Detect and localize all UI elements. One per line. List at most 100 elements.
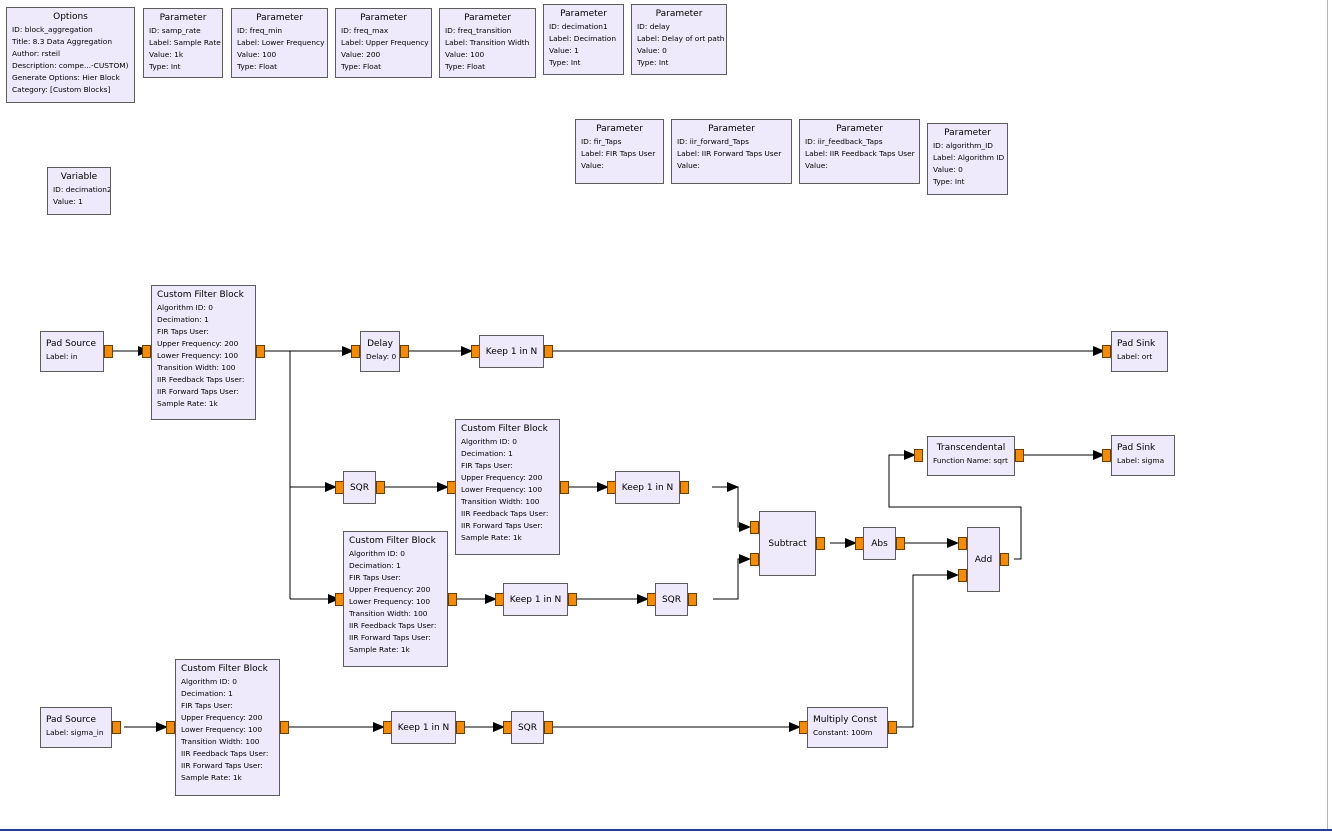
output-port[interactable] xyxy=(112,721,121,734)
output-port[interactable] xyxy=(400,345,409,358)
keep-1-in-n-block[interactable]: Keep 1 in N xyxy=(503,583,568,616)
block-param: Value: xyxy=(677,161,700,170)
block-title: Delay xyxy=(367,339,393,349)
pad-sink-ort-block[interactable]: Pad Sink Label: ort xyxy=(1111,331,1168,372)
block-param: Algorithm ID: 0 xyxy=(181,677,237,686)
input-port[interactable] xyxy=(166,721,175,734)
output-port[interactable] xyxy=(104,345,113,358)
output-port[interactable] xyxy=(816,537,825,550)
custom-filter-block[interactable]: Custom Filter Block Algorithm ID: 0 Deci… xyxy=(151,285,256,420)
block-param: IIR Forward Taps User: xyxy=(461,521,543,530)
output-port[interactable] xyxy=(448,593,457,606)
block-param: Lower Frequency: 100 xyxy=(157,351,239,360)
block-param: ID: freq_transition xyxy=(445,26,512,35)
input-port[interactable] xyxy=(351,345,360,358)
input-port[interactable] xyxy=(958,569,967,582)
block-title: Variable xyxy=(60,172,98,182)
custom-filter-block[interactable]: Custom Filter Block Algorithm ID: 0 Deci… xyxy=(343,531,448,667)
block-param: Upper Frequency: 200 xyxy=(461,473,543,482)
output-port[interactable] xyxy=(544,345,553,358)
parameter-block-freq-min[interactable]: Parameter ID: freq_min Label: Lower Freq… xyxy=(231,8,328,78)
block-param: Type: Int xyxy=(933,177,965,186)
block-title: Transcendental xyxy=(936,443,1006,453)
block-param: Label: Algorithm ID xyxy=(933,153,1005,162)
output-port[interactable] xyxy=(544,721,553,734)
block-param: Label: FIR Taps User xyxy=(581,149,656,158)
sqr-block[interactable]: SQR xyxy=(655,583,688,616)
block-title: Keep 1 in N xyxy=(397,722,450,733)
sqr-block[interactable]: SQR xyxy=(511,711,544,744)
block-param: FIR Taps User: xyxy=(181,701,233,710)
block-param: Value: xyxy=(805,161,828,170)
block-title: Custom Filter Block xyxy=(181,664,268,674)
output-port[interactable] xyxy=(560,481,569,494)
block-param: Constant: 100m xyxy=(813,728,873,737)
sqr-block[interactable]: SQR xyxy=(343,471,376,504)
parameter-block-decimation1[interactable]: Parameter ID: decimation1 Label: Decimat… xyxy=(543,4,624,75)
options-block[interactable]: Options ID: block_aggregation Title: 8.3… xyxy=(6,7,135,103)
delay-block[interactable]: Delay Delay: 0 xyxy=(360,331,400,372)
block-param: ID: decimation2 xyxy=(53,185,111,194)
output-port[interactable] xyxy=(280,721,289,734)
pad-sink-sigma-block[interactable]: Pad Sink Label: sigma xyxy=(1111,435,1175,476)
block-param: Decimation: 1 xyxy=(181,689,233,698)
block-param: Sample Rate: 1k xyxy=(349,645,410,654)
abs-block[interactable]: Abs xyxy=(863,527,896,560)
output-port[interactable] xyxy=(568,593,577,606)
block-param: Transition Width: 100 xyxy=(461,497,540,506)
custom-filter-block[interactable]: Custom Filter Block Algorithm ID: 0 Deci… xyxy=(455,419,560,555)
custom-filter-block[interactable]: Custom Filter Block Algorithm ID: 0 Deci… xyxy=(175,659,280,796)
block-param: Upper Frequency: 200 xyxy=(157,339,239,348)
output-port[interactable] xyxy=(256,345,265,358)
keep-1-in-n-block[interactable]: Keep 1 in N xyxy=(615,471,680,504)
output-port[interactable] xyxy=(688,593,697,606)
output-port[interactable] xyxy=(1015,449,1024,462)
input-port[interactable] xyxy=(750,553,759,566)
block-param: Lower Frequency: 100 xyxy=(461,485,543,494)
block-title: Custom Filter Block xyxy=(157,290,244,300)
output-port[interactable] xyxy=(888,721,897,734)
parameter-block-algorithm-id[interactable]: Parameter ID: algorithm_ID Label: Algori… xyxy=(927,123,1008,195)
output-port[interactable] xyxy=(680,481,689,494)
block-param: Sample Rate: 1k xyxy=(181,773,242,782)
parameter-block-delay[interactable]: Parameter ID: delay Label: Delay of ort … xyxy=(631,4,727,75)
block-param: Generate Options: Hier Block xyxy=(12,73,120,82)
add-block[interactable]: Add xyxy=(967,527,1000,592)
pad-source-in-block[interactable]: Pad Source Label: in xyxy=(40,331,104,372)
output-port[interactable] xyxy=(456,721,465,734)
block-param: Description: compe...-CUSTOM) xyxy=(12,61,129,70)
variable-block-decimation2[interactable]: Variable ID: decimation2 Value: 1 xyxy=(47,167,111,215)
parameter-block-freq-transition[interactable]: Parameter ID: freq_transition Label: Tra… xyxy=(439,8,536,78)
block-param: FIR Taps User: xyxy=(461,461,513,470)
block-param: Label: Sample Rate xyxy=(149,38,221,47)
keep-1-in-n-block[interactable]: Keep 1 in N xyxy=(479,335,544,368)
keep-1-in-n-block[interactable]: Keep 1 in N xyxy=(391,711,456,744)
input-port[interactable] xyxy=(142,345,151,358)
pad-source-sigma-block[interactable]: Pad Source Label: sigma_in xyxy=(40,707,112,748)
input-port[interactable] xyxy=(750,521,759,534)
block-param: Value: 0 xyxy=(637,46,667,55)
block-param: Label: Delay of ort path xyxy=(637,34,725,43)
multiply-const-block[interactable]: Multiply Const Constant: 100m xyxy=(807,707,888,748)
input-port[interactable] xyxy=(1102,345,1111,358)
block-param: Value: 1 xyxy=(549,46,579,55)
input-port[interactable] xyxy=(914,449,923,462)
transcendental-block[interactable]: Transcendental Function Name: sqrt xyxy=(927,436,1015,476)
output-port[interactable] xyxy=(896,537,905,550)
parameter-block-fir-taps[interactable]: Parameter ID: fir_Taps Label: FIR Taps U… xyxy=(575,119,664,184)
output-port[interactable] xyxy=(376,481,385,494)
subtract-block[interactable]: Subtract xyxy=(759,511,816,576)
parameter-block-samp-rate[interactable]: Parameter ID: samp_rate Label: Sample Ra… xyxy=(143,8,223,78)
block-param: Value: xyxy=(581,161,604,170)
parameter-block-freq-max[interactable]: Parameter ID: freq_max Label: Upper Freq… xyxy=(335,8,432,78)
parameter-block-iir-feedback-taps[interactable]: Parameter ID: iir_feedback_Taps Label: I… xyxy=(799,119,920,184)
output-port[interactable] xyxy=(1000,553,1009,566)
parameter-block-iir-forward-taps[interactable]: Parameter ID: iir_forward_Taps Label: II… xyxy=(671,119,792,184)
block-title: Parameter xyxy=(708,124,755,134)
block-param: IIR Forward Taps User: xyxy=(349,633,431,642)
input-port[interactable] xyxy=(1102,449,1111,462)
input-port[interactable] xyxy=(958,537,967,550)
block-param: Label: Lower Frequency xyxy=(237,38,325,47)
block-param: FIR Taps User: xyxy=(349,573,401,582)
